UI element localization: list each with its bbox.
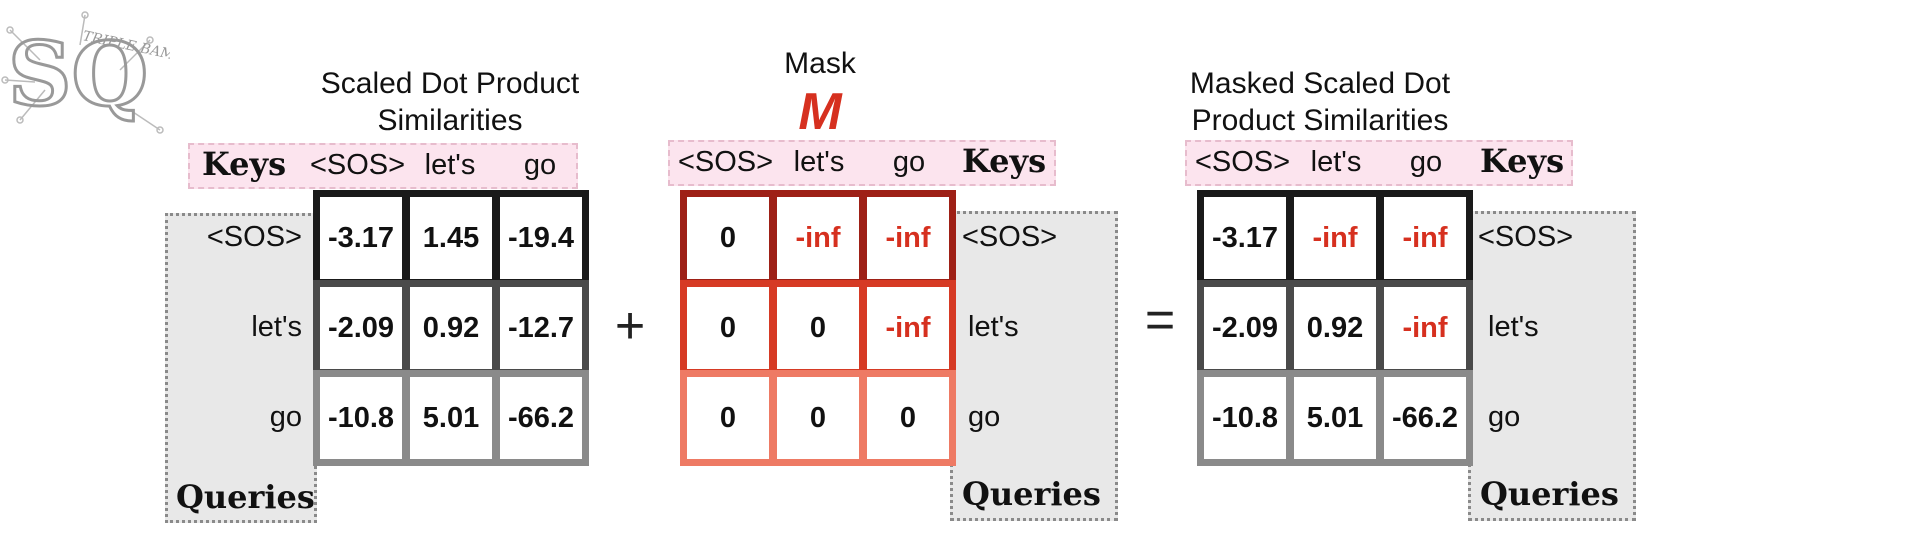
mask-row-label-go: go xyxy=(968,401,1001,433)
mask-cell: -inf xyxy=(860,280,956,376)
left-cell: -10.8 xyxy=(313,370,409,466)
left-row-label-lets: let's xyxy=(251,311,302,343)
mask-cell: -inf xyxy=(860,190,956,286)
right-keys-box xyxy=(1185,140,1573,186)
mask-queries-label: Queries xyxy=(962,475,1101,513)
left-col-header-go: go xyxy=(523,149,557,181)
mask-title: Mask xyxy=(784,47,856,80)
logo-letters: SQ xyxy=(8,22,148,126)
mask-cell: 0 xyxy=(680,280,776,376)
left-col-header-lets: let's xyxy=(424,149,476,181)
mask-col-header-go: go xyxy=(892,146,926,178)
left-cell: -2.09 xyxy=(313,280,409,376)
left-cell: -66.2 xyxy=(493,370,589,466)
right-title-line1: Masked Scaled Dot xyxy=(1189,67,1451,100)
mask-cell: 0 xyxy=(680,370,776,466)
statquest-logo: SQ TRIPLE BAM!! xyxy=(0,10,187,160)
mask-cell: 0 xyxy=(680,190,776,286)
right-cell: -66.2 xyxy=(1377,370,1473,466)
right-row-label-go: go xyxy=(1488,401,1521,433)
left-cell: 5.01 xyxy=(403,370,499,466)
mask-cell: 0 xyxy=(860,370,956,466)
equals-operator: = xyxy=(1144,291,1176,349)
left-cell: -3.17 xyxy=(313,190,409,286)
right-queries-label: Queries xyxy=(1480,475,1619,513)
left-row-label-sos: <SOS> xyxy=(206,221,302,253)
plus-operator: + xyxy=(614,297,646,355)
mask-cell: 0 xyxy=(770,280,866,376)
left-cell: 1.45 xyxy=(403,190,499,286)
mask-keys-box xyxy=(668,140,1056,186)
right-queries-box xyxy=(1468,211,1636,521)
mask-row-label-sos: <SOS> xyxy=(962,221,1058,253)
mask-keys-label: Keys xyxy=(962,142,1047,180)
right-col-header-sos: <SOS> xyxy=(1194,146,1291,178)
mask-cell: -inf xyxy=(770,190,866,286)
left-col-header-sos: <SOS> xyxy=(309,149,406,181)
left-keys-label: Keys xyxy=(202,145,287,183)
right-cell: 0.92 xyxy=(1287,280,1383,376)
right-title-line2: Product Similarities xyxy=(1191,104,1449,137)
left-queries-box xyxy=(165,213,317,523)
mask-symbol: M xyxy=(798,83,842,141)
mask-row-label-lets: let's xyxy=(968,311,1019,343)
left-queries-label: Queries xyxy=(176,478,315,516)
right-row-label-sos: <SOS> xyxy=(1478,221,1574,253)
right-row-label-lets: let's xyxy=(1488,311,1539,343)
mask-col-header-sos: <SOS> xyxy=(677,146,774,178)
right-cell: -3.17 xyxy=(1197,190,1293,286)
left-cell: -19.4 xyxy=(493,190,589,286)
left-title-line1: Scaled Dot Product xyxy=(320,67,580,100)
right-col-header-lets: let's xyxy=(1310,146,1362,178)
left-keys-box xyxy=(188,143,578,189)
mask-queries-box xyxy=(950,211,1118,521)
mask-col-header-lets: let's xyxy=(793,146,845,178)
right-cell: -2.09 xyxy=(1197,280,1293,376)
right-cell: -10.8 xyxy=(1197,370,1293,466)
left-title-line2: Similarities xyxy=(377,104,523,137)
left-cell: 0.92 xyxy=(403,280,499,376)
left-cell: -12.7 xyxy=(493,280,589,376)
left-row-label-go: go xyxy=(269,401,302,433)
right-cell: -inf xyxy=(1377,190,1473,286)
right-cell: -inf xyxy=(1377,280,1473,376)
right-col-header-go: go xyxy=(1409,146,1443,178)
right-keys-label: Keys xyxy=(1480,142,1565,180)
right-cell: 5.01 xyxy=(1287,370,1383,466)
mask-cell: 0 xyxy=(770,370,866,466)
right-cell: -inf xyxy=(1287,190,1383,286)
logo-icon: SQ TRIPLE BAM!! xyxy=(1,11,187,134)
